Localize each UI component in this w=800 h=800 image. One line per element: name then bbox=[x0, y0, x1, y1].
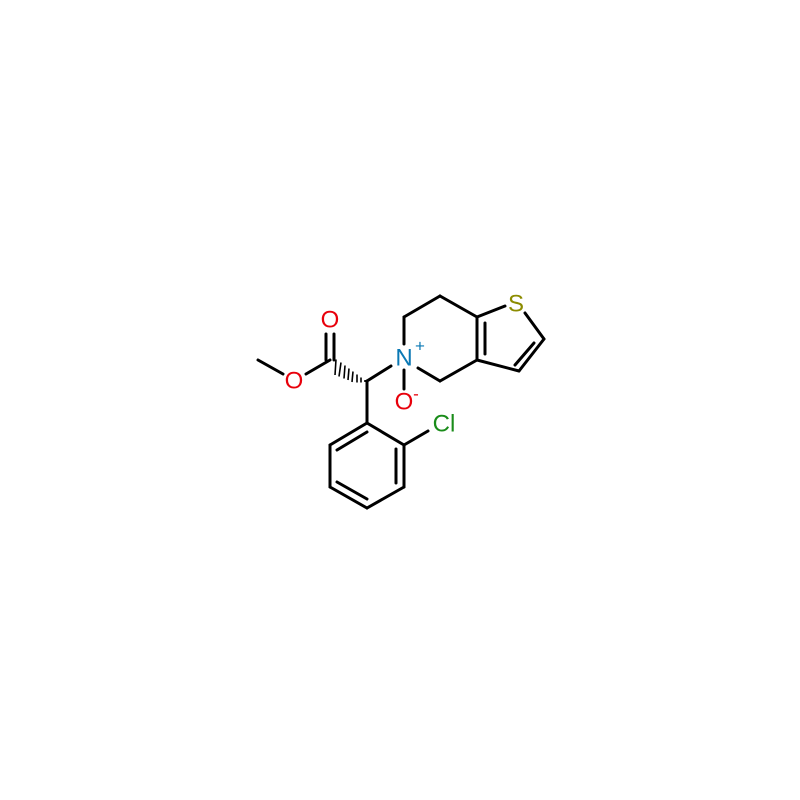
bond-ph1-ph2 bbox=[365, 421, 406, 447]
bond-c3-c3a bbox=[475, 358, 521, 373]
bond-c2-c3-inner bbox=[513, 341, 536, 367]
atom-oxide-oxygen: O bbox=[395, 389, 414, 416]
atom-sulfur: S bbox=[508, 291, 524, 318]
bond-c3a-c4 bbox=[438, 358, 479, 383]
atom-carbonyl-oxygen: O bbox=[321, 307, 340, 334]
bond-ph6-ph1-inner bbox=[335, 430, 369, 452]
bond-ph4-ph5-inner bbox=[335, 480, 369, 501]
hashed-wedge-bond bbox=[334, 359, 366, 383]
bond-n-alpha bbox=[365, 364, 393, 383]
bond-ph2-cl bbox=[402, 429, 430, 447]
atom-ester-oxygen: O bbox=[285, 368, 304, 395]
bond-ph3-ph4 bbox=[365, 485, 406, 510]
bond-ph4-ph5 bbox=[328, 485, 369, 510]
bond-o-methyl bbox=[256, 358, 285, 376]
atom-chlorine: Cl bbox=[433, 411, 456, 438]
bond-c4-n bbox=[416, 366, 442, 383]
bond-s-c2 bbox=[523, 311, 546, 341]
bond-c2-c3 bbox=[517, 337, 546, 373]
bond-c7-c7a bbox=[402, 294, 442, 319]
bond-ph6-ph1 bbox=[328, 421, 369, 447]
bond-c-o-ester bbox=[304, 358, 332, 376]
nitrogen-positive-charge: + bbox=[415, 337, 425, 356]
atom-nitrogen: N bbox=[395, 345, 412, 372]
bond-c6-s bbox=[475, 304, 507, 319]
bond-c7a-c6 bbox=[438, 294, 479, 319]
oxygen-negative-charge: - bbox=[413, 385, 419, 404]
